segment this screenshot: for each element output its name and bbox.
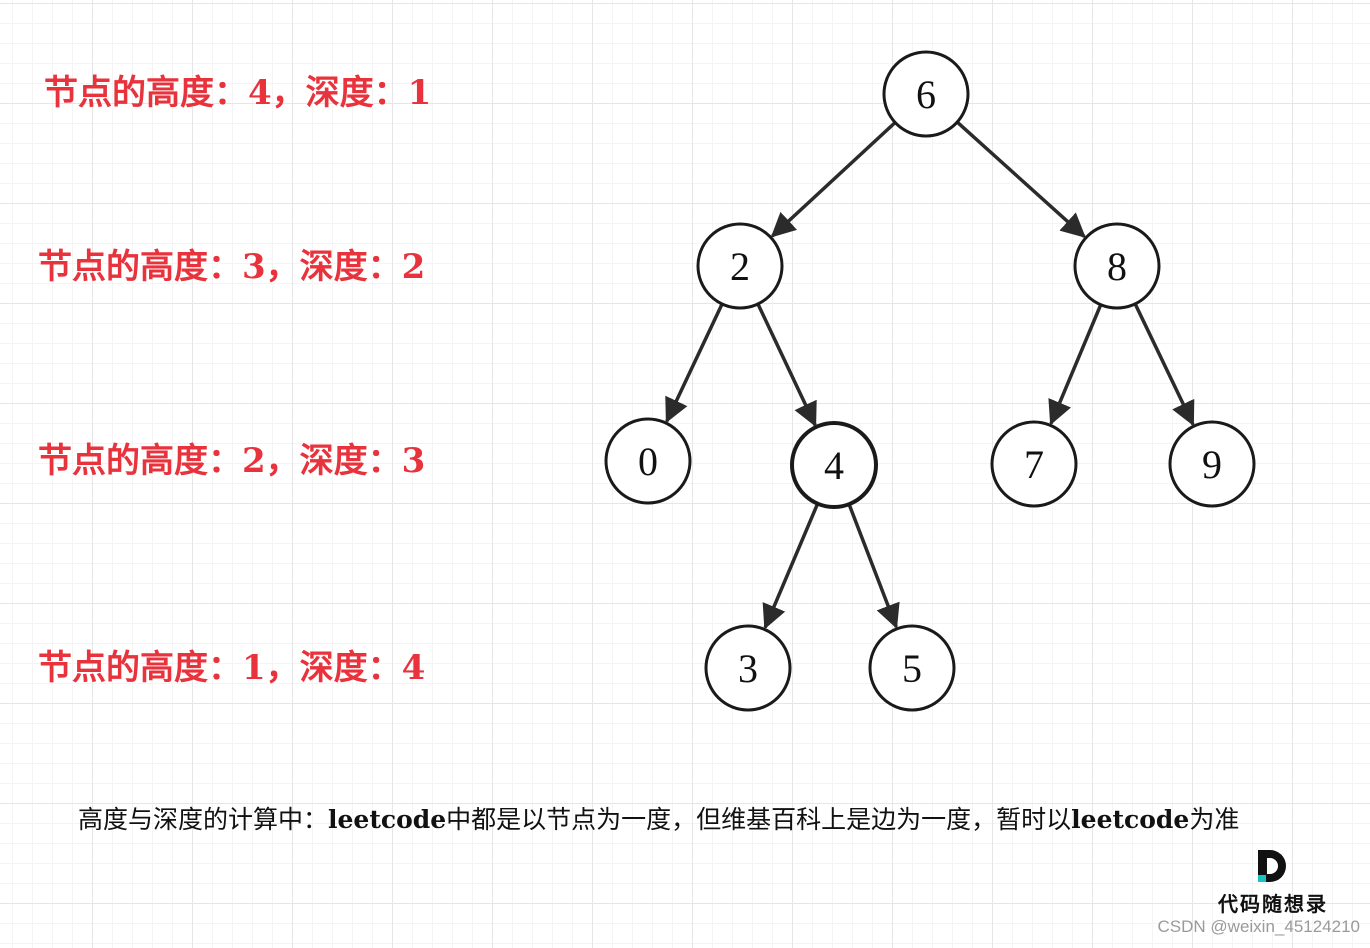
brand-logo-icon [1258, 850, 1286, 882]
tree-node-3: 3 [704, 624, 792, 712]
level-3-label: 节点的高度：2，深度：3 [38, 441, 426, 481]
edge-n6-n2 [770, 121, 897, 238]
node-label: 6 [916, 72, 936, 117]
edge-n8-n9 [1133, 303, 1195, 427]
tree-node-5: 5 [868, 624, 956, 712]
edge-n8-n7 [1048, 304, 1103, 426]
tree-node-9: 9 [1168, 420, 1256, 508]
tree-node-4: 4 [790, 421, 878, 509]
node-label: 3 [738, 646, 758, 691]
height-depth-note: 高度与深度的计算中：leetcode中都是以节点为一度，但维基百科上是边为一度，… [78, 800, 1239, 836]
node-circle [704, 624, 792, 712]
edge-n4-n3 [762, 502, 820, 630]
tree-node-6: 6 [882, 50, 970, 138]
level-4-label: 节点的高度：1，深度：4 [38, 648, 426, 688]
node-circle [790, 421, 878, 509]
tree-edges [665, 120, 1195, 630]
tree-node-8: 8 [1073, 222, 1161, 310]
level-1-label: 节点的高度：4，深度：1 [44, 73, 432, 113]
node-circle [604, 417, 692, 505]
note-suffix: 为准 [1189, 805, 1240, 834]
edge-n4-n5 [847, 503, 900, 629]
csdn-watermark: CSDN @weixin_45124210 [1157, 917, 1360, 936]
tree-nodes: 6 2 8 0 4 7 9 3 5 [604, 50, 1256, 712]
note-prefix: 高度与深度的计算中： [78, 805, 329, 834]
level-2-label: 节点的高度：3，深度：2 [38, 247, 426, 287]
node-circle [1073, 222, 1161, 310]
node-circle [882, 50, 970, 138]
node-circle [990, 420, 1078, 508]
tree-node-2: 2 [696, 222, 784, 310]
tree-node-0: 0 [604, 417, 692, 505]
note-leetcode-1: leetcode [328, 805, 447, 834]
node-circle [1168, 420, 1256, 508]
node-label: 5 [902, 646, 922, 691]
note-middle: 中都是以节点为一度，但维基百科上是边为一度，暂时以 [446, 805, 1072, 834]
note-leetcode-2: leetcode [1071, 805, 1190, 834]
node-label: 4 [824, 443, 844, 488]
node-label: 9 [1202, 442, 1222, 487]
brand-text: 代码随想录 [1218, 892, 1328, 916]
edge-n6-n8 [956, 120, 1086, 238]
node-circle [868, 624, 956, 712]
edge-n2-n4 [756, 303, 817, 428]
edge-n2-n0 [665, 303, 724, 424]
node-label: 2 [730, 244, 750, 289]
node-label: 8 [1107, 244, 1127, 289]
node-label: 0 [638, 439, 658, 484]
node-label: 7 [1024, 442, 1044, 487]
node-circle [696, 222, 784, 310]
tree-node-7: 7 [990, 420, 1078, 508]
